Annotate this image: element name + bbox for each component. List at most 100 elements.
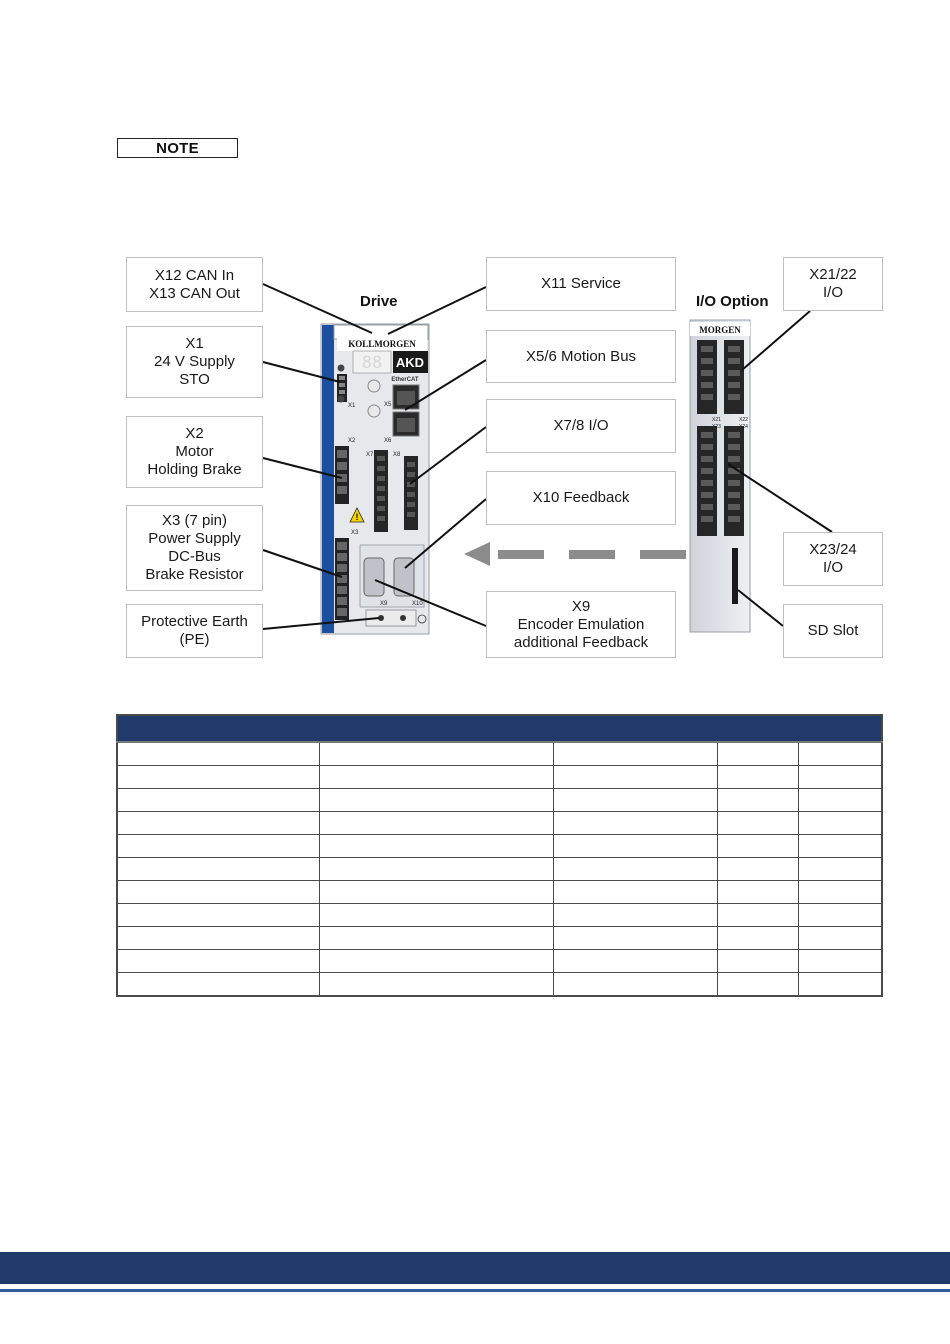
table-header-cell (318, 714, 554, 743)
table-cell (797, 903, 883, 927)
drive-heading: Drive (360, 293, 398, 310)
table-header-row (116, 714, 883, 743)
table-cell (797, 857, 883, 881)
svg-text:88: 88 (362, 353, 382, 373)
table-cell (116, 857, 320, 881)
table-cell (318, 834, 554, 858)
table-row (116, 741, 883, 766)
table-row (116, 880, 883, 904)
table-row (116, 949, 883, 973)
table-cell (318, 857, 554, 881)
svg-text:X22: X22 (739, 417, 748, 423)
callout-x7-x8: X7/8 I/O (486, 399, 676, 453)
table-cell (716, 926, 799, 950)
warning-icon (349, 507, 365, 523)
svg-text:X5: X5 (384, 402, 392, 408)
attach-arrow (464, 542, 686, 566)
table-cell (797, 765, 883, 789)
svg-text:X7: X7 (366, 452, 374, 458)
table-cell (716, 834, 799, 858)
svg-text:X2: X2 (348, 438, 356, 444)
table-cell (116, 880, 320, 904)
note-label: NOTE (117, 138, 238, 158)
x10-dsub (393, 557, 415, 597)
table-cell (318, 741, 554, 766)
x9-dsub (363, 557, 385, 597)
table-row (116, 811, 883, 835)
drive-unit: KOLLMORGEN 88 AKD EtherCAT X1 X5 X6 X2 X… (320, 323, 430, 635)
table-cell (552, 811, 718, 835)
leader-lines (262, 283, 833, 630)
callout-x21-x22: X21/22 I/O (783, 257, 883, 311)
drive-blue-strip (322, 325, 334, 633)
callout-x3: X3 (7 pin) Power Supply DC-Bus Brake Res… (126, 505, 263, 591)
callout-x23-x24: X23/24 I/O (783, 532, 883, 586)
io-option-unit: MORGEN X21 X22 X23 X24 (689, 319, 751, 633)
table-header-cell (797, 714, 883, 743)
connector-diagram: KOLLMORGEN 88 AKD EtherCAT X1 X5 X6 X2 X… (126, 257, 883, 658)
table-cell (552, 949, 718, 973)
table-row (116, 972, 883, 997)
table-cell (318, 949, 554, 973)
drive-model: AKD (396, 355, 424, 370)
table-header-cell (552, 714, 718, 743)
table-cell (552, 880, 718, 904)
table-cell (716, 857, 799, 881)
svg-text:X3: X3 (351, 530, 359, 536)
table-cell (116, 765, 320, 789)
table-row (116, 788, 883, 812)
table-cell (716, 788, 799, 812)
table-cell (318, 972, 554, 997)
table-cell (797, 949, 883, 973)
table-cell (716, 765, 799, 789)
table-cell (552, 903, 718, 927)
table-cell (716, 903, 799, 927)
callout-pe: Protective Earth (PE) (126, 604, 263, 658)
table-header-cell (716, 714, 799, 743)
led-display (352, 350, 392, 374)
callout-x12-x13: X12 CAN In X13 CAN Out (126, 257, 263, 312)
svg-text:X8: X8 (393, 452, 401, 458)
table-cell (552, 857, 718, 881)
table-row (116, 903, 883, 927)
sd-slot (732, 548, 738, 604)
table-cell (116, 741, 320, 766)
model-badge (393, 351, 428, 373)
table-cell (552, 741, 718, 766)
callout-x5-x6: X5/6 Motion Bus (486, 330, 676, 383)
table-cell (116, 834, 320, 858)
table-cell (797, 788, 883, 812)
table-cell (116, 972, 320, 997)
footer-rule (0, 1289, 950, 1292)
table-cell (116, 949, 320, 973)
table-cell (318, 811, 554, 835)
table-cell (552, 926, 718, 950)
table-cell (797, 834, 883, 858)
svg-text:X9: X9 (380, 601, 388, 607)
table-cell (552, 788, 718, 812)
x1-connector (337, 374, 347, 402)
table-cell (716, 741, 799, 766)
table-cell (318, 880, 554, 904)
callout-x11: X11 Service (486, 257, 676, 311)
table-cell (797, 811, 883, 835)
svg-text:X1: X1 (348, 403, 356, 409)
table-cell (116, 788, 320, 812)
connector-diagram-svg: KOLLMORGEN 88 AKD EtherCAT X1 X5 X6 X2 X… (262, 283, 833, 635)
table-cell (116, 811, 320, 835)
svg-text:X24: X24 (739, 424, 748, 430)
table-cell (318, 903, 554, 927)
table-cell (797, 972, 883, 997)
table-cell (116, 903, 320, 927)
callout-sd-slot: SD Slot (783, 604, 883, 658)
svg-text:X21: X21 (712, 417, 721, 423)
svg-text:!: ! (356, 512, 359, 522)
table-cell (716, 949, 799, 973)
table-cell (552, 765, 718, 789)
table-cell (716, 972, 799, 997)
drive-brand: KOLLMORGEN (348, 339, 416, 349)
table-header-cell (116, 714, 320, 743)
table-cell (552, 834, 718, 858)
callout-x1: X1 24 V Supply STO (126, 326, 263, 398)
footer-bar (0, 1252, 950, 1284)
